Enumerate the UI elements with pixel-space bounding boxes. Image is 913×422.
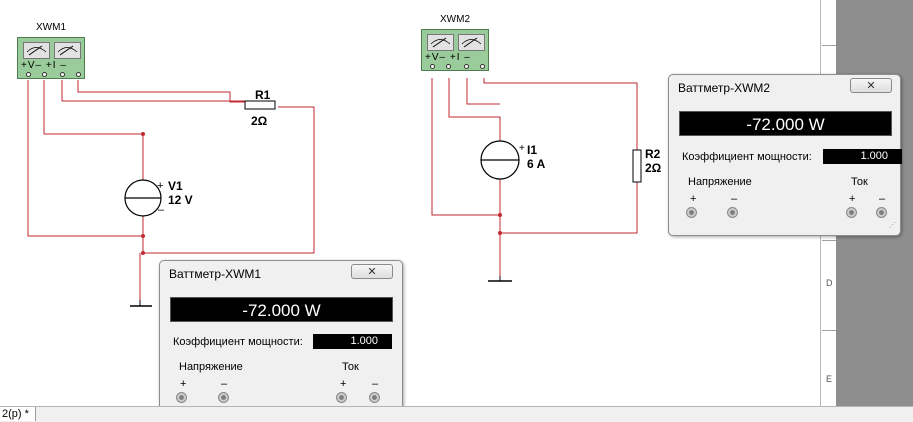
voltage-minus-jack[interactable] [727, 207, 738, 218]
resistor-r2-symbol [632, 149, 642, 183]
xwm1-terminal-i-plus[interactable] [60, 72, 65, 77]
current-plus-jack[interactable] [846, 207, 857, 218]
power-factor-value: 1.000 [823, 149, 902, 164]
voltage-minus-jack[interactable] [218, 392, 229, 403]
voltage-plus-sign: + [690, 193, 697, 205]
current-gauge-icon [458, 34, 485, 51]
wattmeter-xwm1-window[interactable]: Ваттметр-XWM1 ✕ -72.000 W Коэффициент мо… [159, 260, 403, 422]
power-factor-value: 1.000 [313, 334, 392, 349]
ruler-mark-d: D [826, 278, 833, 288]
xwm2-terminal-v-plus[interactable] [430, 64, 435, 69]
xwm2-terminal-i-minus[interactable] [480, 64, 485, 69]
voltage-minus-sign: – [221, 378, 228, 390]
current-group-label: Ток [851, 176, 868, 188]
close-button[interactable]: ✕ [850, 78, 892, 93]
v1-plus-sign: + [157, 180, 164, 192]
current-gauge-icon [54, 42, 81, 59]
xwm1-label: XWM1 [36, 22, 66, 33]
power-reading-display: -72.000 W [170, 297, 393, 322]
design-tab[interactable]: 2(p) * [0, 407, 36, 421]
i1-value: 6 A [527, 157, 546, 171]
ruler-tick [822, 330, 836, 331]
voltage-plus-jack[interactable] [686, 207, 697, 218]
xwm2-terminal-i-plus[interactable] [464, 64, 469, 69]
window-title: Ваттметр-XWM1 [169, 267, 262, 281]
current-minus-sign: – [372, 378, 379, 390]
xwm2-pin-labels: +V– +I – [425, 52, 471, 63]
xwm2-label: XWM2 [440, 14, 470, 25]
design-tab-bar: 2(p) * [0, 406, 913, 422]
ruler-tick [822, 240, 836, 241]
i1-label: I1 [527, 143, 538, 157]
current-minus-jack[interactable] [369, 392, 380, 403]
power-reading-display: -72.000 W [679, 111, 892, 136]
current-plus-jack[interactable] [336, 392, 347, 403]
ruler-tick [822, 45, 836, 46]
voltage-gauge-icon [23, 42, 50, 59]
r1-label: R1 [255, 88, 271, 102]
voltage-minus-sign: – [731, 193, 738, 205]
i1-plus-sign: + [519, 143, 525, 154]
xwm1-terminal-i-minus[interactable] [76, 72, 81, 77]
wattmeter-xwm2[interactable]: +V– +I – [421, 29, 489, 71]
r2-value: 2Ω [645, 161, 662, 175]
v1-label: V1 [168, 179, 183, 193]
voltage-plus-jack[interactable] [176, 392, 187, 403]
xwm2-terminal-v-minus[interactable] [446, 64, 451, 69]
v1-value: 12 V [168, 193, 193, 207]
ruler-mark-e: E [826, 374, 833, 384]
power-factor-label: Коэффициент мощности: [682, 151, 812, 163]
wattmeter-xwm2-window[interactable]: Ваттметр-XWM2 ✕ -72.000 W Коэффициент мо… [668, 74, 902, 236]
window-title: Ваттметр-XWM2 [678, 81, 771, 95]
voltage-plus-sign: + [180, 378, 187, 390]
power-factor-label: Коэффициент мощности: [173, 336, 303, 348]
xwm1-terminal-v-plus[interactable] [26, 72, 31, 77]
voltage-group-label: Напряжение [688, 176, 752, 188]
r2-label: R2 [645, 147, 661, 161]
voltage-gauge-icon [427, 34, 454, 51]
v1-minus-sign: – [158, 204, 165, 216]
current-plus-sign: + [849, 193, 856, 205]
current-group-label: Ток [342, 361, 359, 373]
current-plus-sign: + [340, 378, 347, 390]
current-minus-sign: – [879, 193, 886, 205]
resize-grip-icon[interactable]: ⋰ [889, 222, 896, 229]
voltage-group-label: Напряжение [179, 361, 243, 373]
r1-value: 2Ω [251, 114, 268, 128]
resistor-r1-symbol [244, 100, 276, 110]
current-minus-jack[interactable] [876, 207, 887, 218]
xwm1-terminal-v-minus[interactable] [42, 72, 47, 77]
xwm1-pin-labels: +V– +I – [21, 60, 67, 71]
wattmeter-xwm1[interactable]: +V– +I – [17, 37, 85, 79]
close-button[interactable]: ✕ [351, 264, 393, 279]
